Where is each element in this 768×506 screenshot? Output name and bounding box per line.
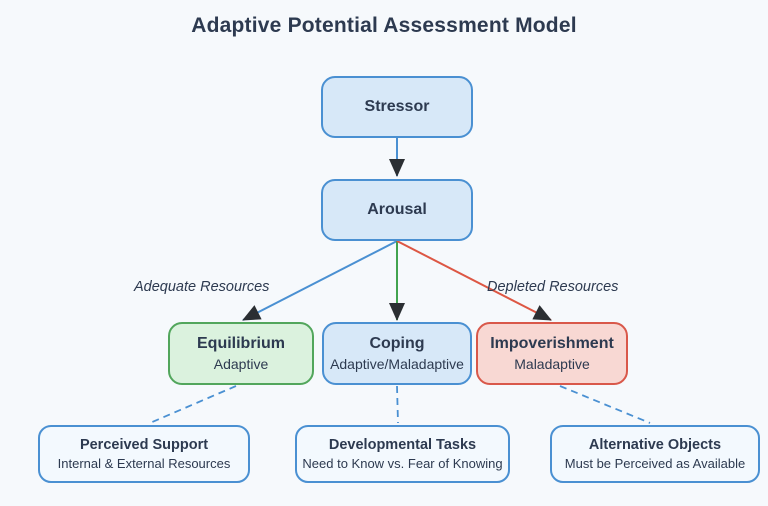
node-impoverishment-label: Impoverishment — [490, 335, 614, 353]
edge-equilibrium-perceived-support — [149, 385, 237, 424]
node-stressor: Stressor — [321, 76, 473, 138]
node-coping: Coping Adaptive/Maladaptive — [322, 322, 472, 385]
node-stressor-label: Stressor — [364, 97, 430, 115]
node-perceived-support-sublabel: Internal & External Resources — [57, 456, 231, 472]
node-developmental-tasks-label: Developmental Tasks — [328, 436, 477, 453]
node-coping-label: Coping — [369, 335, 425, 353]
node-perceived-support: Perceived Support Internal & External Re… — [38, 425, 250, 483]
diagram-title: Adaptive Potential Assessment Model — [191, 14, 577, 37]
edge-coping-developmental-tasks — [396, 385, 399, 424]
node-equilibrium-sublabel: Adaptive — [213, 355, 269, 372]
node-developmental-tasks: Developmental Tasks Need to Know vs. Fea… — [295, 425, 510, 483]
node-coping-sublabel: Adaptive/Maladaptive — [330, 355, 464, 372]
node-arousal-label: Arousal — [367, 200, 427, 218]
node-equilibrium: Equilibrium Adaptive — [168, 322, 314, 385]
node-perceived-support-label: Perceived Support — [79, 436, 209, 453]
edge-arousal-equilibrium — [242, 240, 398, 321]
node-alternative-objects-label: Alternative Objects — [588, 436, 722, 453]
node-alternative-objects-sublabel: Must be Perceived as Available — [564, 456, 746, 472]
node-developmental-tasks-sublabel: Need to Know vs. Fear of Knowing — [302, 456, 503, 472]
node-arousal: Arousal — [321, 179, 473, 241]
edge-label-depleted-resources: Depleted Resources — [487, 279, 619, 295]
node-impoverishment: Impoverishment Maladaptive — [476, 322, 628, 385]
node-alternative-objects: Alternative Objects Must be Perceived as… — [550, 425, 760, 483]
node-equilibrium-label: Equilibrium — [197, 335, 285, 353]
edge-impoverishment-alternative-objects — [559, 385, 651, 424]
node-impoverishment-sublabel: Maladaptive — [514, 355, 590, 372]
edge-label-adequate-resources: Adequate Resources — [134, 279, 270, 295]
edge-arousal-impoverishment — [396, 240, 552, 321]
